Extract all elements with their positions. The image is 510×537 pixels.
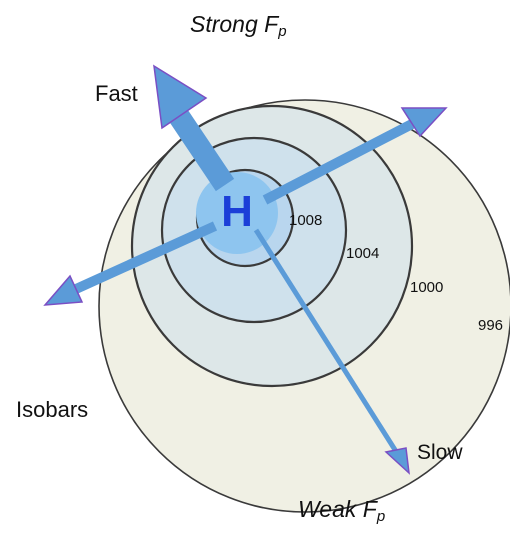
weak-fp-subscript: p bbox=[376, 508, 385, 525]
upper-right-arrow-head bbox=[400, 107, 448, 138]
isobars-label: Isobars bbox=[16, 397, 88, 422]
slow-arrow bbox=[253, 228, 410, 475]
fast-label: Fast bbox=[95, 81, 138, 106]
isobar-label-1000: 1000 bbox=[410, 279, 443, 296]
slow-arrow-head bbox=[384, 447, 410, 475]
left-arrow-head bbox=[43, 274, 84, 306]
slow-label: Slow bbox=[417, 441, 463, 464]
strong-fp-subscript: p bbox=[277, 23, 286, 40]
isobar-label-996: 996 bbox=[478, 317, 503, 334]
high-pressure-letter: H bbox=[221, 187, 253, 236]
isobar-value-labels: 1008 1004 1000 996 bbox=[289, 212, 503, 334]
upper-right-arrow bbox=[262, 107, 448, 205]
left-arrow bbox=[43, 221, 218, 306]
weak-fp-text: Weak F bbox=[298, 496, 379, 522]
strong-fp-label: Strong Fp bbox=[190, 11, 287, 40]
isobar-label-1004: 1004 bbox=[346, 245, 379, 262]
fast-arrow-head bbox=[153, 64, 208, 130]
fast-arrow bbox=[153, 64, 235, 192]
weak-fp-label: Weak Fp bbox=[298, 496, 385, 525]
isobar-label-1008: 1008 bbox=[289, 212, 322, 229]
strong-fp-text: Strong F bbox=[190, 11, 280, 37]
force-arrows bbox=[43, 64, 448, 475]
